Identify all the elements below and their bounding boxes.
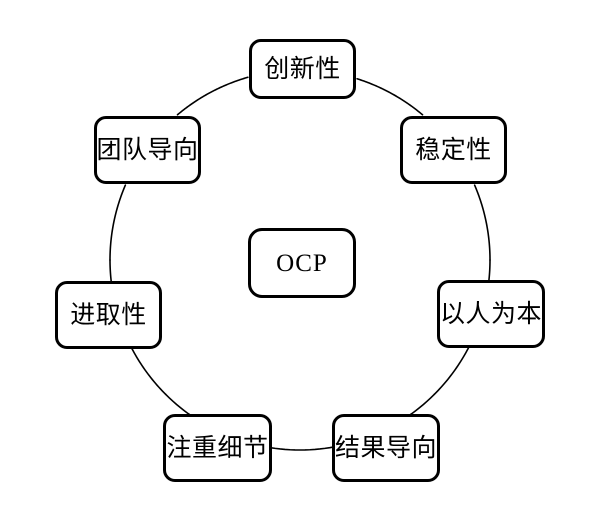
node-label-detail: 注重细节 [166,434,269,462]
node-label-stability: 稳定性 [415,136,492,164]
node-label-aggressive: 进取性 [70,301,147,329]
node-aggressive[interactable]: 进取性 [55,281,162,349]
node-results[interactable]: 结果导向 [332,414,440,482]
arc-aggressive-to-team [109,184,127,261]
node-label-innovation: 创新性 [264,55,341,83]
center-node-label: OCP [276,249,328,277]
center-node-ocp: OCP [248,228,356,298]
node-detail[interactable]: 注重细节 [163,414,272,482]
node-people-first[interactable]: 以人为本 [437,280,545,348]
node-label-people-first: 以人为本 [440,300,543,328]
arc-stability-to-people-first [473,184,491,261]
node-label-results: 结果导向 [335,434,438,462]
node-innovation[interactable]: 创新性 [249,39,356,99]
arc-innovation-to-stability [356,77,424,116]
node-team[interactable]: 团队导向 [94,116,201,184]
node-label-team: 团队导向 [96,136,199,164]
node-stability[interactable]: 稳定性 [400,116,507,184]
arc-team-to-innovation [176,76,249,116]
